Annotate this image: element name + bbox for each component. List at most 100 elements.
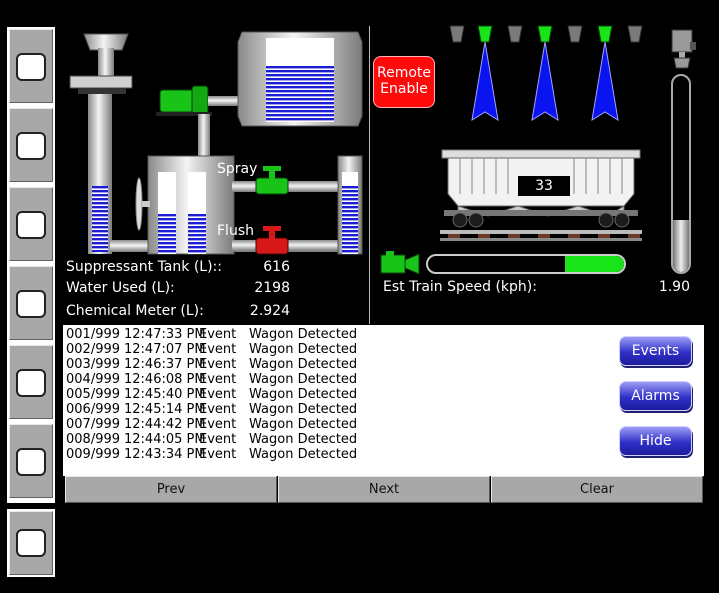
event-time: 12:47:07 PM xyxy=(124,342,206,357)
middle-tank-water-right-fill xyxy=(188,214,206,254)
blank-square-icon xyxy=(16,132,46,160)
speed-bar xyxy=(426,254,626,274)
side-button-5[interactable] xyxy=(9,345,53,419)
event-time: 12:46:37 PM xyxy=(124,357,206,372)
blank-square-icon xyxy=(16,53,46,81)
nozzle-icon xyxy=(537,25,553,43)
event-desc: Wagon Detected xyxy=(249,417,358,432)
event-time: 12:45:14 PM xyxy=(124,402,206,417)
event-type: Event xyxy=(199,402,237,417)
side-button-7[interactable] xyxy=(9,511,53,575)
train-speed-label: Est Train Speed (kph): xyxy=(383,279,537,295)
alarms-button[interactable]: Alarms xyxy=(619,381,692,411)
middle-tank-water-left-fill xyxy=(158,214,176,254)
speed-bar-fill xyxy=(565,256,624,272)
event-desc: Wagon Detected xyxy=(249,372,358,387)
process-diagram xyxy=(69,31,363,255)
spray-cone-3 xyxy=(591,41,619,122)
event-type: Event xyxy=(199,447,237,462)
event-type: Event xyxy=(199,372,237,387)
event-time: 12:44:42 PM xyxy=(124,417,206,432)
flush-valve-handle xyxy=(263,226,281,231)
pump-down-pipe xyxy=(198,114,210,158)
event-type: Event xyxy=(199,387,237,402)
handwheel xyxy=(135,177,143,231)
event-type: Event xyxy=(199,357,237,372)
blank-square-icon xyxy=(16,529,46,557)
side-button-6[interactable] xyxy=(9,424,53,498)
nozzle-icon xyxy=(449,25,465,43)
vent-cap xyxy=(83,33,129,51)
wagon-illustration xyxy=(440,149,642,241)
wagon-number-box xyxy=(518,176,570,196)
spray-valve-stem xyxy=(269,170,275,180)
chemical-meter-value: 2.924 xyxy=(249,303,290,319)
right-column-water xyxy=(342,186,358,254)
event-desc: Wagon Detected xyxy=(249,447,358,462)
spray-label: Spray xyxy=(217,161,258,177)
level-gauge xyxy=(671,74,691,274)
event-desc: Wagon Detected xyxy=(249,387,358,402)
wheel xyxy=(452,212,468,228)
event-desc: Wagon Detected xyxy=(249,357,358,372)
event-time: 12:45:40 PM xyxy=(124,387,206,402)
spray-cone-2 xyxy=(531,41,559,122)
event-id: 007/999 xyxy=(66,417,121,432)
spray-cone-1 xyxy=(471,41,499,122)
events-button[interactable]: Events xyxy=(619,336,692,366)
flush-valve-body xyxy=(255,237,289,255)
next-button[interactable]: Next xyxy=(278,476,490,503)
event-time: 12:46:08 PM xyxy=(124,372,206,387)
event-desc: Wagon Detected xyxy=(249,342,358,357)
wagon-number: 33 xyxy=(535,178,553,194)
upper-tank-water xyxy=(266,66,334,122)
event-id: 009/999 xyxy=(66,447,121,462)
nozzle-icon xyxy=(567,25,583,43)
hide-button[interactable]: Hide xyxy=(619,426,692,456)
event-id: 004/999 xyxy=(66,372,121,387)
side-button-3[interactable] xyxy=(9,187,53,261)
side-button-1[interactable] xyxy=(9,29,53,103)
track-rail-lower xyxy=(440,238,642,241)
vent-pipe-top xyxy=(98,48,114,82)
water-used-label: Water Used (L): xyxy=(66,280,175,296)
nozzle-icon xyxy=(627,25,643,43)
event-id: 008/999 xyxy=(66,432,121,447)
spray-nozzle-bank xyxy=(449,25,643,122)
nozzle-icon xyxy=(507,25,523,43)
wagon-frame xyxy=(444,210,638,216)
event-type: Event xyxy=(199,327,237,342)
left-column-water xyxy=(92,186,108,252)
flush-valve-stem xyxy=(269,230,275,240)
pump-motor xyxy=(159,89,195,113)
event-desc: Wagon Detected xyxy=(249,402,358,417)
event-desc: Wagon Detected xyxy=(249,327,358,342)
event-id: 006/999 xyxy=(66,402,121,417)
remote-enable-line2: Enable xyxy=(380,81,428,97)
level-gauge-fill xyxy=(673,220,689,272)
water-used-value: 2198 xyxy=(254,280,290,296)
train-speed-value: 1.90 xyxy=(658,279,690,295)
pump-base xyxy=(156,112,212,116)
event-time: 12:43:34 PM xyxy=(124,447,206,462)
remote-enable-button[interactable]: Remote Enable xyxy=(373,56,435,108)
blank-square-icon xyxy=(16,290,46,318)
side-button-2[interactable] xyxy=(9,108,53,182)
suppressant-tank-value: 616 xyxy=(263,259,290,275)
event-type: Event xyxy=(199,417,237,432)
track-rail xyxy=(440,230,642,234)
panel-divider xyxy=(369,26,370,324)
side-button-4[interactable] xyxy=(9,266,53,340)
spray-valve-handle xyxy=(263,166,281,171)
event-type: Event xyxy=(199,342,237,357)
event-time: 12:47:33 PM xyxy=(124,327,206,342)
camera-icon xyxy=(380,251,420,275)
chemical-meter-label: Chemical Meter (L): xyxy=(66,303,204,319)
prev-button[interactable]: Prev xyxy=(65,476,277,503)
event-id: 002/999 xyxy=(66,342,121,357)
event-time: 12:44:05 PM xyxy=(124,432,206,447)
clear-button[interactable]: Clear xyxy=(491,476,703,503)
event-desc: Wagon Detected xyxy=(249,432,358,447)
wheel xyxy=(468,212,484,228)
